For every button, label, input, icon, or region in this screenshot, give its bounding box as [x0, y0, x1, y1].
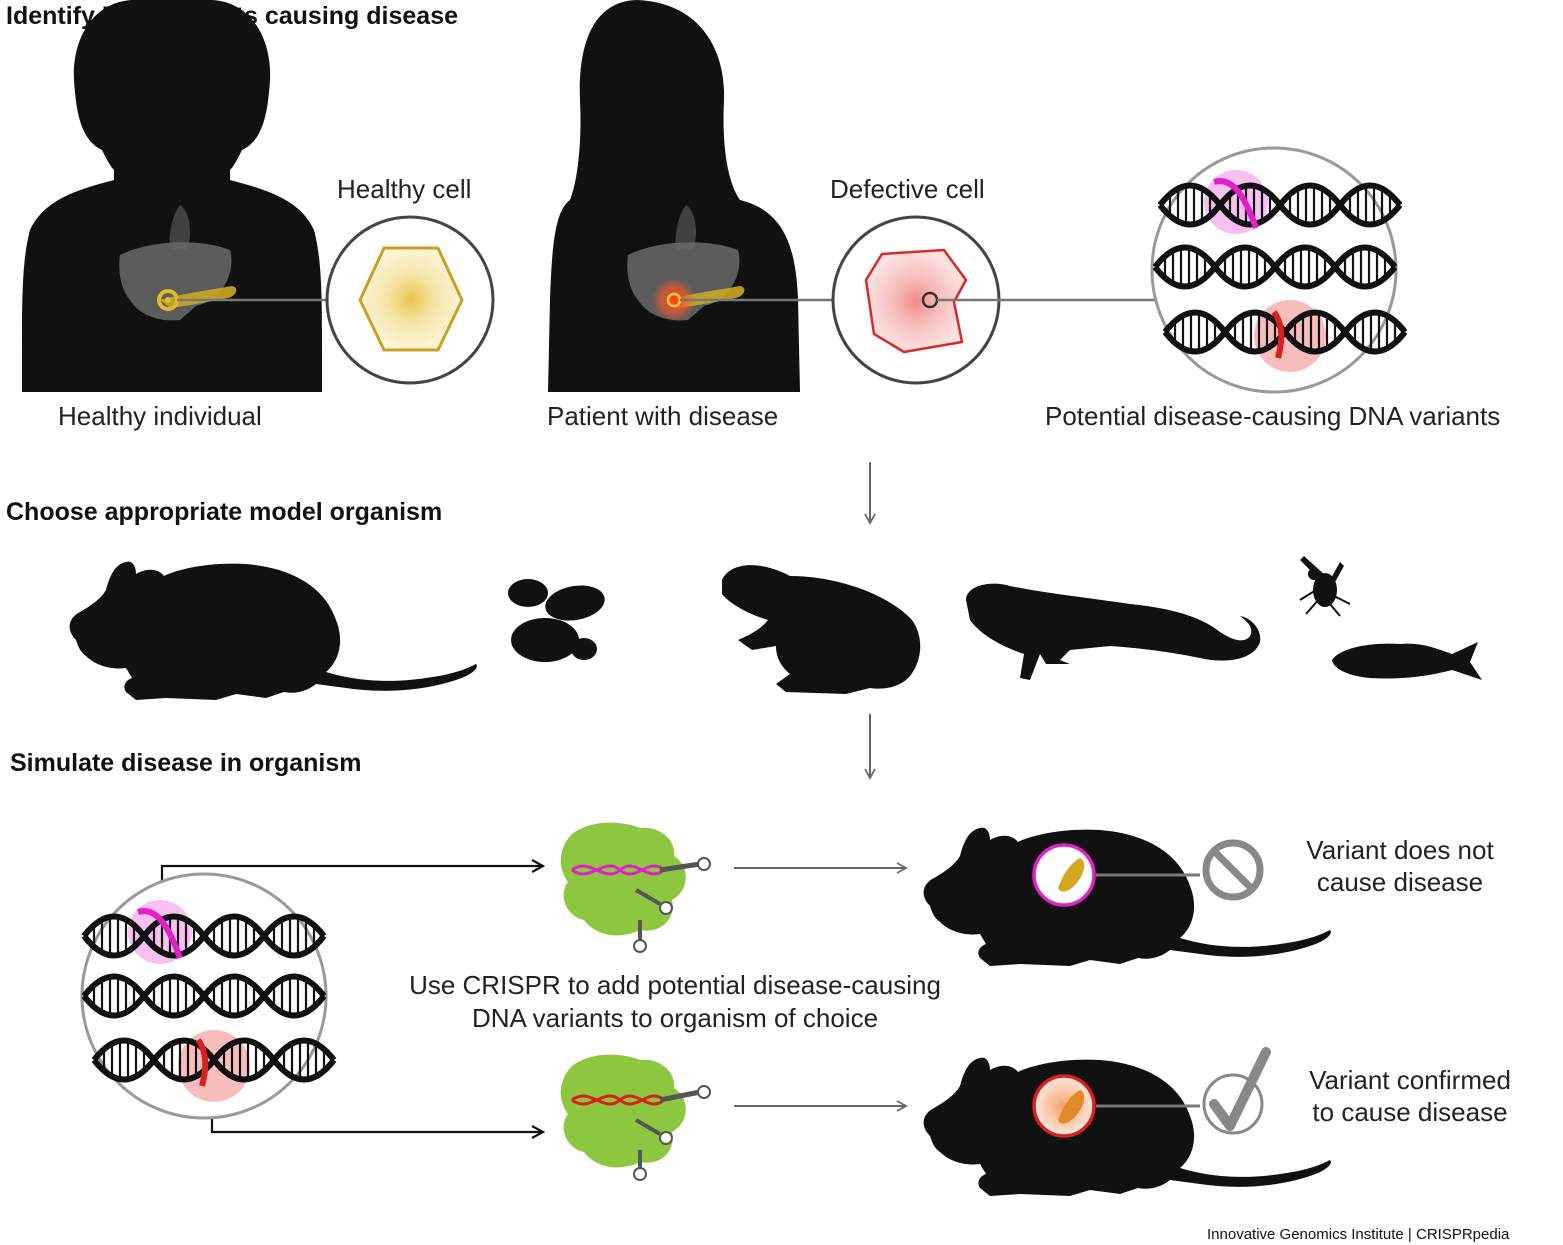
mouse-silhouette: [69, 561, 477, 700]
zebrafish-silhouette: [1332, 642, 1482, 680]
section-title-simulate: Simulate disease in organism: [10, 749, 362, 777]
healthy-cell-zoom: [325, 215, 495, 385]
healthy-cell-label: Healthy cell: [337, 174, 472, 204]
section-title-choose: Choose appropriate model organism: [6, 498, 443, 526]
healthy-individual-silhouette: [22, 0, 322, 392]
frog-silhouette: [722, 565, 921, 694]
crispr-caption-line1: Use CRISPR to add potential disease-caus…: [409, 970, 941, 1000]
yeast-silhouette: [508, 579, 605, 662]
patient-label: Patient with disease: [547, 401, 779, 431]
salamander-silhouette: [966, 583, 1261, 680]
prohibited-icon: [1202, 839, 1264, 901]
credit-line: Innovative Genomics Institute | CRISPRpe…: [1207, 1226, 1510, 1243]
dna-variants-label: Potential disease-causing DNA variants: [1045, 401, 1501, 431]
mouse-silhouette: [923, 827, 1331, 966]
defective-cell-zoom: [831, 215, 1001, 385]
defective-cell-label: Defective cell: [830, 174, 985, 204]
mouse-organ-normal: [1032, 843, 1096, 907]
section-title-identify: Identify DNA variants causing disease: [6, 2, 459, 30]
healthy-individual-label: Healthy individual: [58, 401, 262, 431]
outcome-positive-line1: Variant confirmed: [1309, 1065, 1511, 1095]
outcome-negative-line2: cause disease: [1316, 867, 1484, 897]
mouse-organ-diseased: [1032, 1074, 1096, 1138]
outcome-positive-line2: to cause disease: [1312, 1097, 1508, 1127]
checkmark-icon: [1202, 1047, 1271, 1135]
dna-variants-zoom: [1150, 146, 1405, 394]
cas9-complex-magenta: [560, 822, 711, 953]
cas9-complex-red: [560, 1054, 711, 1181]
outcome-negative-line1: Variant does not: [1306, 835, 1494, 865]
fly-silhouette: [1299, 556, 1351, 617]
flow-arrow-bottom: [210, 1102, 543, 1132]
dna-variants-circle: [80, 872, 334, 1120]
mouse-silhouette: [923, 1057, 1331, 1196]
crispr-caption-line2: DNA variants to organism of choice: [471, 1003, 879, 1033]
patient-silhouette: [548, 0, 800, 392]
